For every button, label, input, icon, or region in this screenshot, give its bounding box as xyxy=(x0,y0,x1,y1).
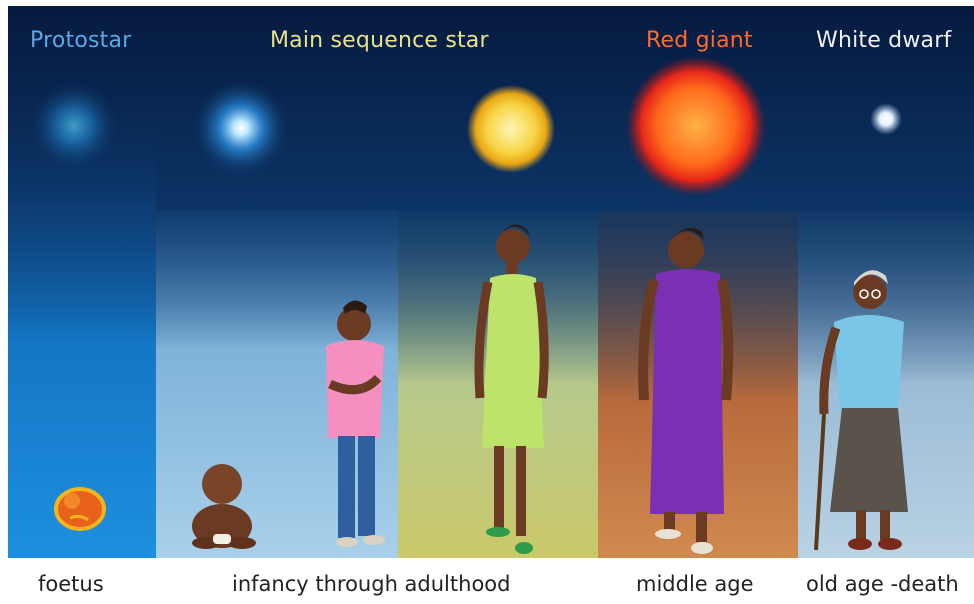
caption-infancy: infancy through adulthood xyxy=(232,572,510,596)
foetus-figure xyxy=(56,489,104,529)
red-giant-label: Red giant xyxy=(646,28,753,53)
white-dwarf-label: White dwarf xyxy=(816,28,951,53)
protostar-label: Protostar xyxy=(30,28,131,53)
main-sequence-label: Main sequence star xyxy=(270,28,489,53)
caption-middle-age: middle age xyxy=(636,572,754,596)
protostar-glow xyxy=(30,82,118,170)
caption-old-age: old age -death xyxy=(806,572,959,596)
young-star xyxy=(193,80,289,176)
illustration-panel: Protostar Main sequence star Red giant W… xyxy=(8,6,974,558)
caption-foetus: foetus xyxy=(38,572,104,596)
sun-star xyxy=(467,85,555,173)
life-cycle-illustration xyxy=(8,6,974,558)
red-giant-star xyxy=(626,56,766,196)
white-dwarf-star xyxy=(870,103,902,135)
